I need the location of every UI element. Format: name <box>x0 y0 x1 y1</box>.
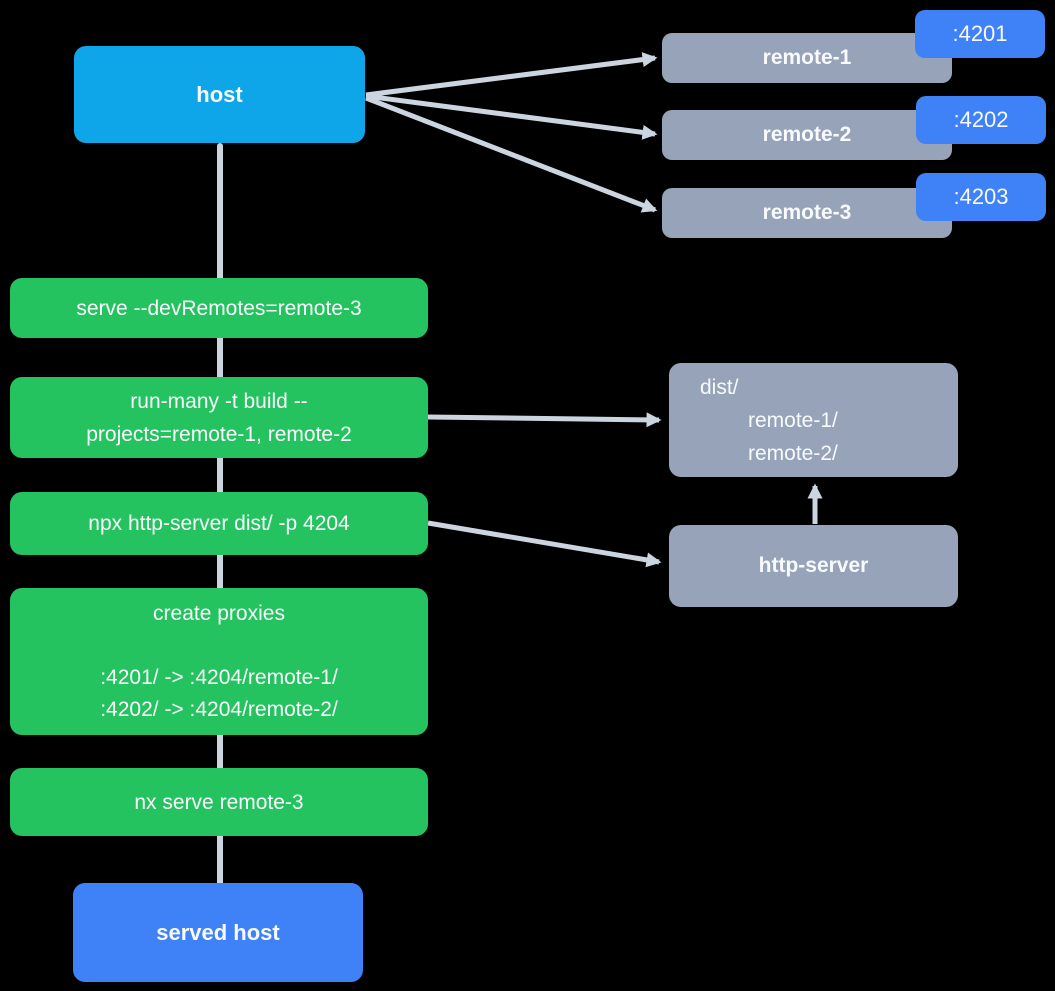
served-host-node: served host <box>73 883 363 982</box>
step-run-many-line2: projects=remote-1, remote-2 <box>86 422 352 446</box>
served-host-label: served host <box>156 919 280 945</box>
remote-3-port-badge: :4203 <box>916 173 1046 221</box>
arrow-runmany-dist <box>427 412 662 428</box>
step-serve-devremotes-label: serve --devRemotes=remote-3 <box>76 296 362 320</box>
step-create-proxies: create proxies :4201/ -> :4204/remote-1/… <box>10 588 428 735</box>
dist-folder-remote1: remote-1/ <box>748 408 838 432</box>
remote-2-port-badge: :4202 <box>916 96 1046 144</box>
remote-2-node: remote-2 <box>662 110 952 160</box>
remote-3-port: :4203 <box>953 184 1009 209</box>
step-run-many-line1: run-many -t build -- <box>130 389 308 413</box>
remote-1-label: remote-1 <box>762 46 852 69</box>
remote-1-port-badge: :4201 <box>915 10 1045 58</box>
remote-1-port: :4201 <box>952 21 1008 46</box>
proxy-rule-2: :4202/ -> :4204/remote-2/ <box>100 697 338 721</box>
dist-folder-remote2: remote-2/ <box>748 441 838 465</box>
step-npx-http-server-label: npx http-server dist/ -p 4204 <box>88 512 350 535</box>
step-run-many-build: run-many -t build -- projects=remote-1, … <box>10 377 428 458</box>
step-serve-devremotes: serve --devRemotes=remote-3 <box>10 278 428 338</box>
arrow-host-remote1 <box>365 52 658 98</box>
host-label: host <box>196 81 243 107</box>
blank-line <box>214 630 224 662</box>
remote-1-node: remote-1 <box>662 33 952 83</box>
http-server-node: http-server <box>669 525 958 607</box>
remote-3-label: remote-3 <box>762 201 852 224</box>
dist-folder-root: dist/ <box>700 375 739 399</box>
remote-2-port: :4202 <box>953 107 1009 132</box>
host-node: host <box>74 46 365 143</box>
step-nx-serve-remote3-label: nx serve remote-3 <box>134 790 304 814</box>
step-npx-http-server: npx http-server dist/ -p 4204 <box>10 492 428 555</box>
proxy-rule-1: :4201/ -> :4204/remote-1/ <box>100 665 338 689</box>
create-proxies-title: create proxies <box>153 601 285 625</box>
arrow-npx-httpserver <box>427 520 662 568</box>
arrow-host-remote2 <box>365 93 658 140</box>
remote-2-label: remote-2 <box>762 123 852 146</box>
remote-3-node: remote-3 <box>662 188 952 238</box>
step-nx-serve-remote3: nx serve remote-3 <box>10 768 428 836</box>
dist-folder-node: dist/ remote-1/ remote-2/ <box>669 363 958 477</box>
arrow-host-remote3 <box>365 95 658 213</box>
http-server-label: http-server <box>758 554 869 577</box>
